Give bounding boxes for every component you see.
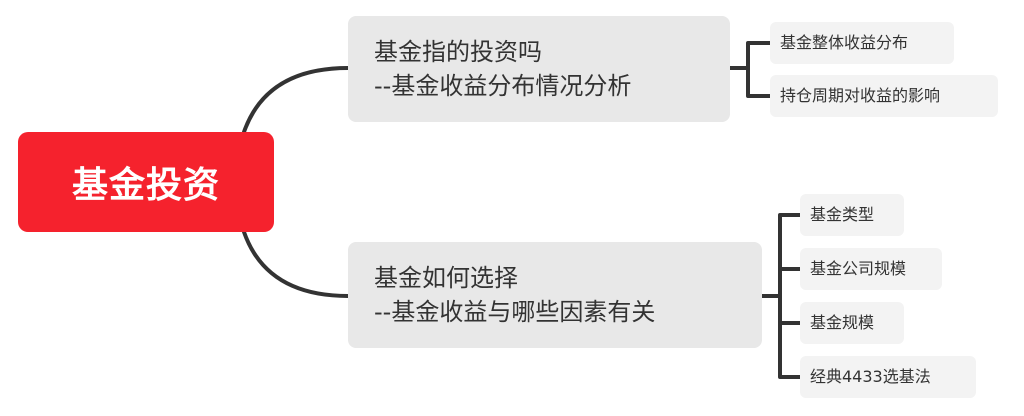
root-label: 基金投资 [71,165,220,206]
leaf-node-fund-company-size[interactable]: 基金公司规模 [800,248,942,290]
leaf-label: 基金规模 [810,313,875,332]
branch-node-fund-selection[interactable]: 基金如何选择 --基金收益与哪些因素有关 [348,242,762,348]
bracket-branch-2 [760,213,802,379]
leaf-label: 基金整体收益分布 [780,33,909,52]
branch-title: 基金如何选择 [374,264,518,292]
branch-node-fund-return-distribution[interactable]: 基金指的投资吗 --基金收益分布情况分析 [348,16,730,122]
leaf-node-overall-return-distribution[interactable]: 基金整体收益分布 [770,22,954,64]
branch-subtitle: --基金收益分布情况分析 [374,72,632,100]
branch-title: 基金指的投资吗 [374,38,542,66]
connector-root-branch-2 [242,230,350,298]
leaf-label: 基金类型 [810,205,875,224]
branch-subtitle: --基金收益与哪些因素有关 [374,298,656,326]
bracket-branch-1 [728,41,772,98]
leaf-label: 经典4433选基法 [810,367,931,386]
leaf-label: 基金公司规模 [810,259,907,278]
leaf-label: 持仓周期对收益的影响 [780,86,941,105]
leaf-node-fund-type[interactable]: 基金类型 [800,194,904,236]
leaf-node-4433-method[interactable]: 经典4433选基法 [800,356,976,398]
leaf-node-fund-size[interactable]: 基金规模 [800,302,904,344]
connector-root-branch-1 [242,66,350,134]
leaf-node-holding-period-impact[interactable]: 持仓周期对收益的影响 [770,75,998,117]
root-node[interactable]: 基金投资 [18,132,274,232]
